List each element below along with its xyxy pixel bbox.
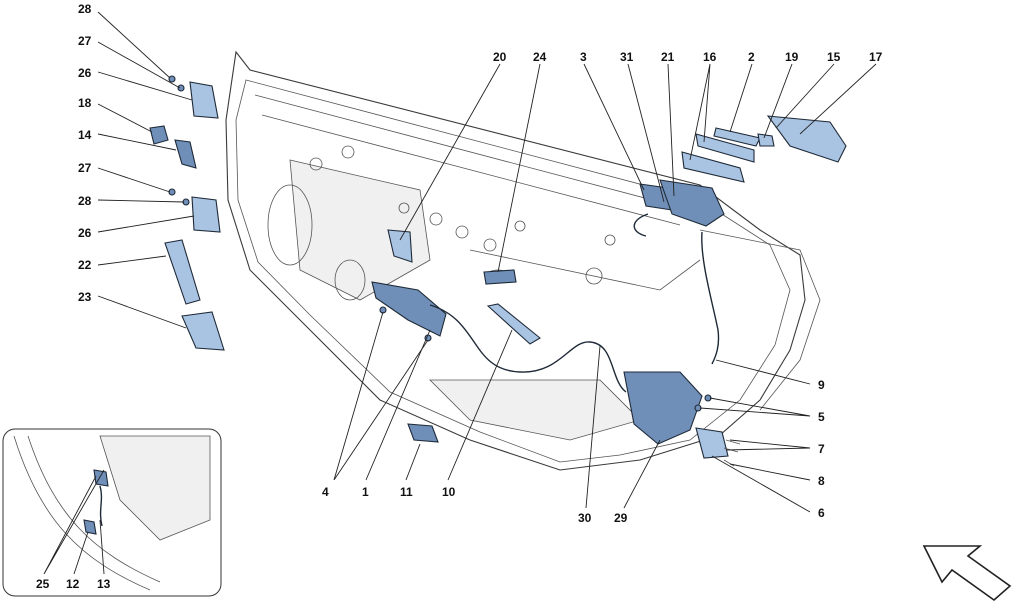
label-20: 20 [493,50,507,64]
label-1: 1 [362,485,369,499]
label-8: 8 [818,474,825,488]
label-17: 17 [869,50,883,64]
label-25: 25 [36,577,50,591]
part-28-upper-washer [168,75,176,83]
label-27-lower: 27 [78,161,92,175]
latch-parts [623,371,741,467]
label-31: 31 [620,50,634,64]
callout-labels: 28 27 26 18 14 27 28 26 22 23 20 24 3 31… [36,2,883,591]
direction-arrow-icon [922,545,1012,602]
part-16-gasket-b [695,133,755,163]
part-22-bracket [164,239,201,305]
part-26-upper-hinge [189,81,219,119]
label-21: 21 [661,50,675,64]
label-7: 7 [818,442,825,456]
label-9: 9 [818,378,825,392]
part-27-upper-bolt [177,84,185,92]
part-21-handle-mechanism [659,179,725,227]
label-10: 10 [442,485,456,499]
label-23: 23 [78,290,92,304]
part-24-grille [483,269,517,285]
part-13-inset-wire [99,485,103,527]
part-18-plug [149,125,169,145]
label-4: 4 [322,485,329,499]
part-9-cable [701,231,720,365]
part-1-inner-handle [371,281,447,337]
part-2-shim [713,127,761,147]
part-23-plate [181,311,225,351]
part-14-check-strap [174,139,197,169]
part-20-bracket [387,229,413,263]
label-5: 5 [818,410,825,424]
hinge-parts [149,75,225,351]
part-6-striker [695,427,729,459]
label-26-lower: 26 [78,226,92,240]
label-12: 12 [66,577,80,591]
part-16-gasket-a [681,151,745,183]
label-22: 22 [78,258,92,272]
door-shell [225,50,821,471]
part-30-cable [429,304,627,393]
label-19: 19 [785,50,799,64]
label-14: 14 [78,128,92,142]
label-13: 13 [97,577,111,591]
part-10-rod [486,303,541,345]
label-6: 6 [818,506,825,520]
label-15: 15 [827,50,841,64]
part-15-handle-cover [766,115,847,163]
center-parts [371,229,627,443]
part-8-pin [723,459,735,467]
label-11: 11 [400,485,413,499]
outer-handle-parts [633,115,847,365]
label-26-upper: 26 [78,66,92,80]
label-24: 24 [533,50,547,64]
inset-detail [2,428,222,597]
part-31-cable [633,213,649,237]
label-27-upper: 27 [78,34,92,48]
part-29-latch [623,371,703,445]
part-12-inset-switch [83,519,97,535]
label-30: 30 [578,511,592,525]
part-26-lower-hinge [191,196,221,233]
label-18: 18 [78,96,92,110]
label-16: 16 [703,50,717,64]
label-29: 29 [614,511,628,525]
part-11-switch [407,423,439,443]
label-28-lower: 28 [78,194,92,208]
part-19-cap [757,133,775,147]
label-2: 2 [748,50,755,64]
label-28-upper: 28 [78,2,92,16]
leader-lines [43,11,877,575]
label-3: 3 [580,50,587,64]
